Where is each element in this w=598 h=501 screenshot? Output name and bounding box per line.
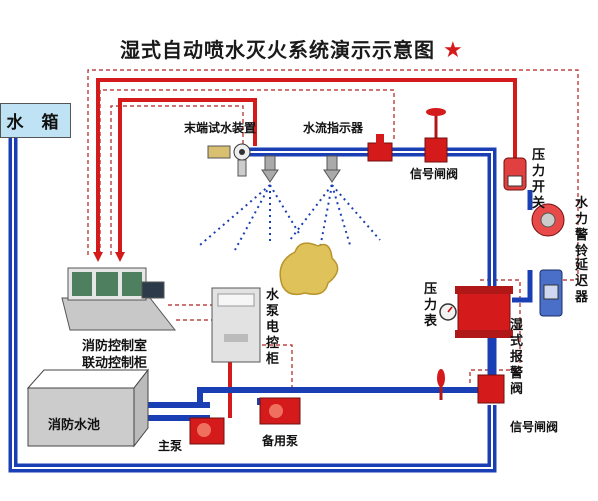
signal-valve-top-label: 信号闸阀 [410, 167, 459, 181]
star-icon: ★ [443, 38, 464, 63]
fire-pool-label: 消防水池 [48, 418, 101, 433]
standby-pump-label: 备用泵 [262, 434, 299, 448]
control-room-label-line1: 消防控制室 [82, 339, 148, 354]
water-alarm-bell-device [531, 203, 565, 237]
page-title: 湿式自动喷水灭火系统演示示意图 ★ [120, 34, 464, 63]
signal-valve-bottom-label: 信号闸阀 [510, 420, 559, 434]
signal-gate-valve-top [424, 108, 448, 163]
main-pump-label: 主泵 [158, 439, 183, 453]
flow-indicator-device [367, 134, 393, 162]
water-pipes [8, 138, 533, 473]
flow-indicator-label: 水流指示器 [303, 121, 364, 135]
wet-alarm-valve-label: 湿式报警阀 [510, 318, 524, 397]
pump-control-cabinet-device [211, 287, 261, 363]
fire-pool-tank [26, 368, 150, 448]
water-tank-label: 水 箱 [0, 103, 71, 138]
main-pump-device [189, 417, 225, 445]
retarder-label: 延迟器 [575, 258, 589, 305]
standby-pump-device [259, 397, 301, 425]
pressure-switch-label: 压力开关 [532, 148, 546, 211]
pressure-switch-device [503, 157, 527, 191]
fire-icon [279, 242, 339, 296]
arrow-head-1 [93, 252, 103, 262]
retarder-device [539, 269, 563, 317]
arrow-head-2 [115, 252, 125, 262]
sprinkler-heads [261, 155, 341, 183]
control-room-label-line2: 联动控制柜 [82, 356, 148, 371]
pressure-gauge-label: 压力表 [424, 282, 438, 329]
end-test-device [207, 143, 251, 177]
fire-control-console [61, 267, 177, 331]
signal-gate-valve-bottom [437, 369, 505, 404]
wet-alarm-valve-device [439, 286, 513, 338]
signal-lines [87, 69, 579, 393]
water-spray [199, 184, 381, 251]
title-text: 湿式自动喷水灭火系统演示示意图 [120, 38, 435, 62]
pump-control-cabinet-label: 水泵电控柜 [266, 288, 280, 367]
end-test-device-label: 末端试水装置 [184, 121, 257, 135]
water-alarm-bell-label: 水力警铃 [575, 196, 589, 259]
